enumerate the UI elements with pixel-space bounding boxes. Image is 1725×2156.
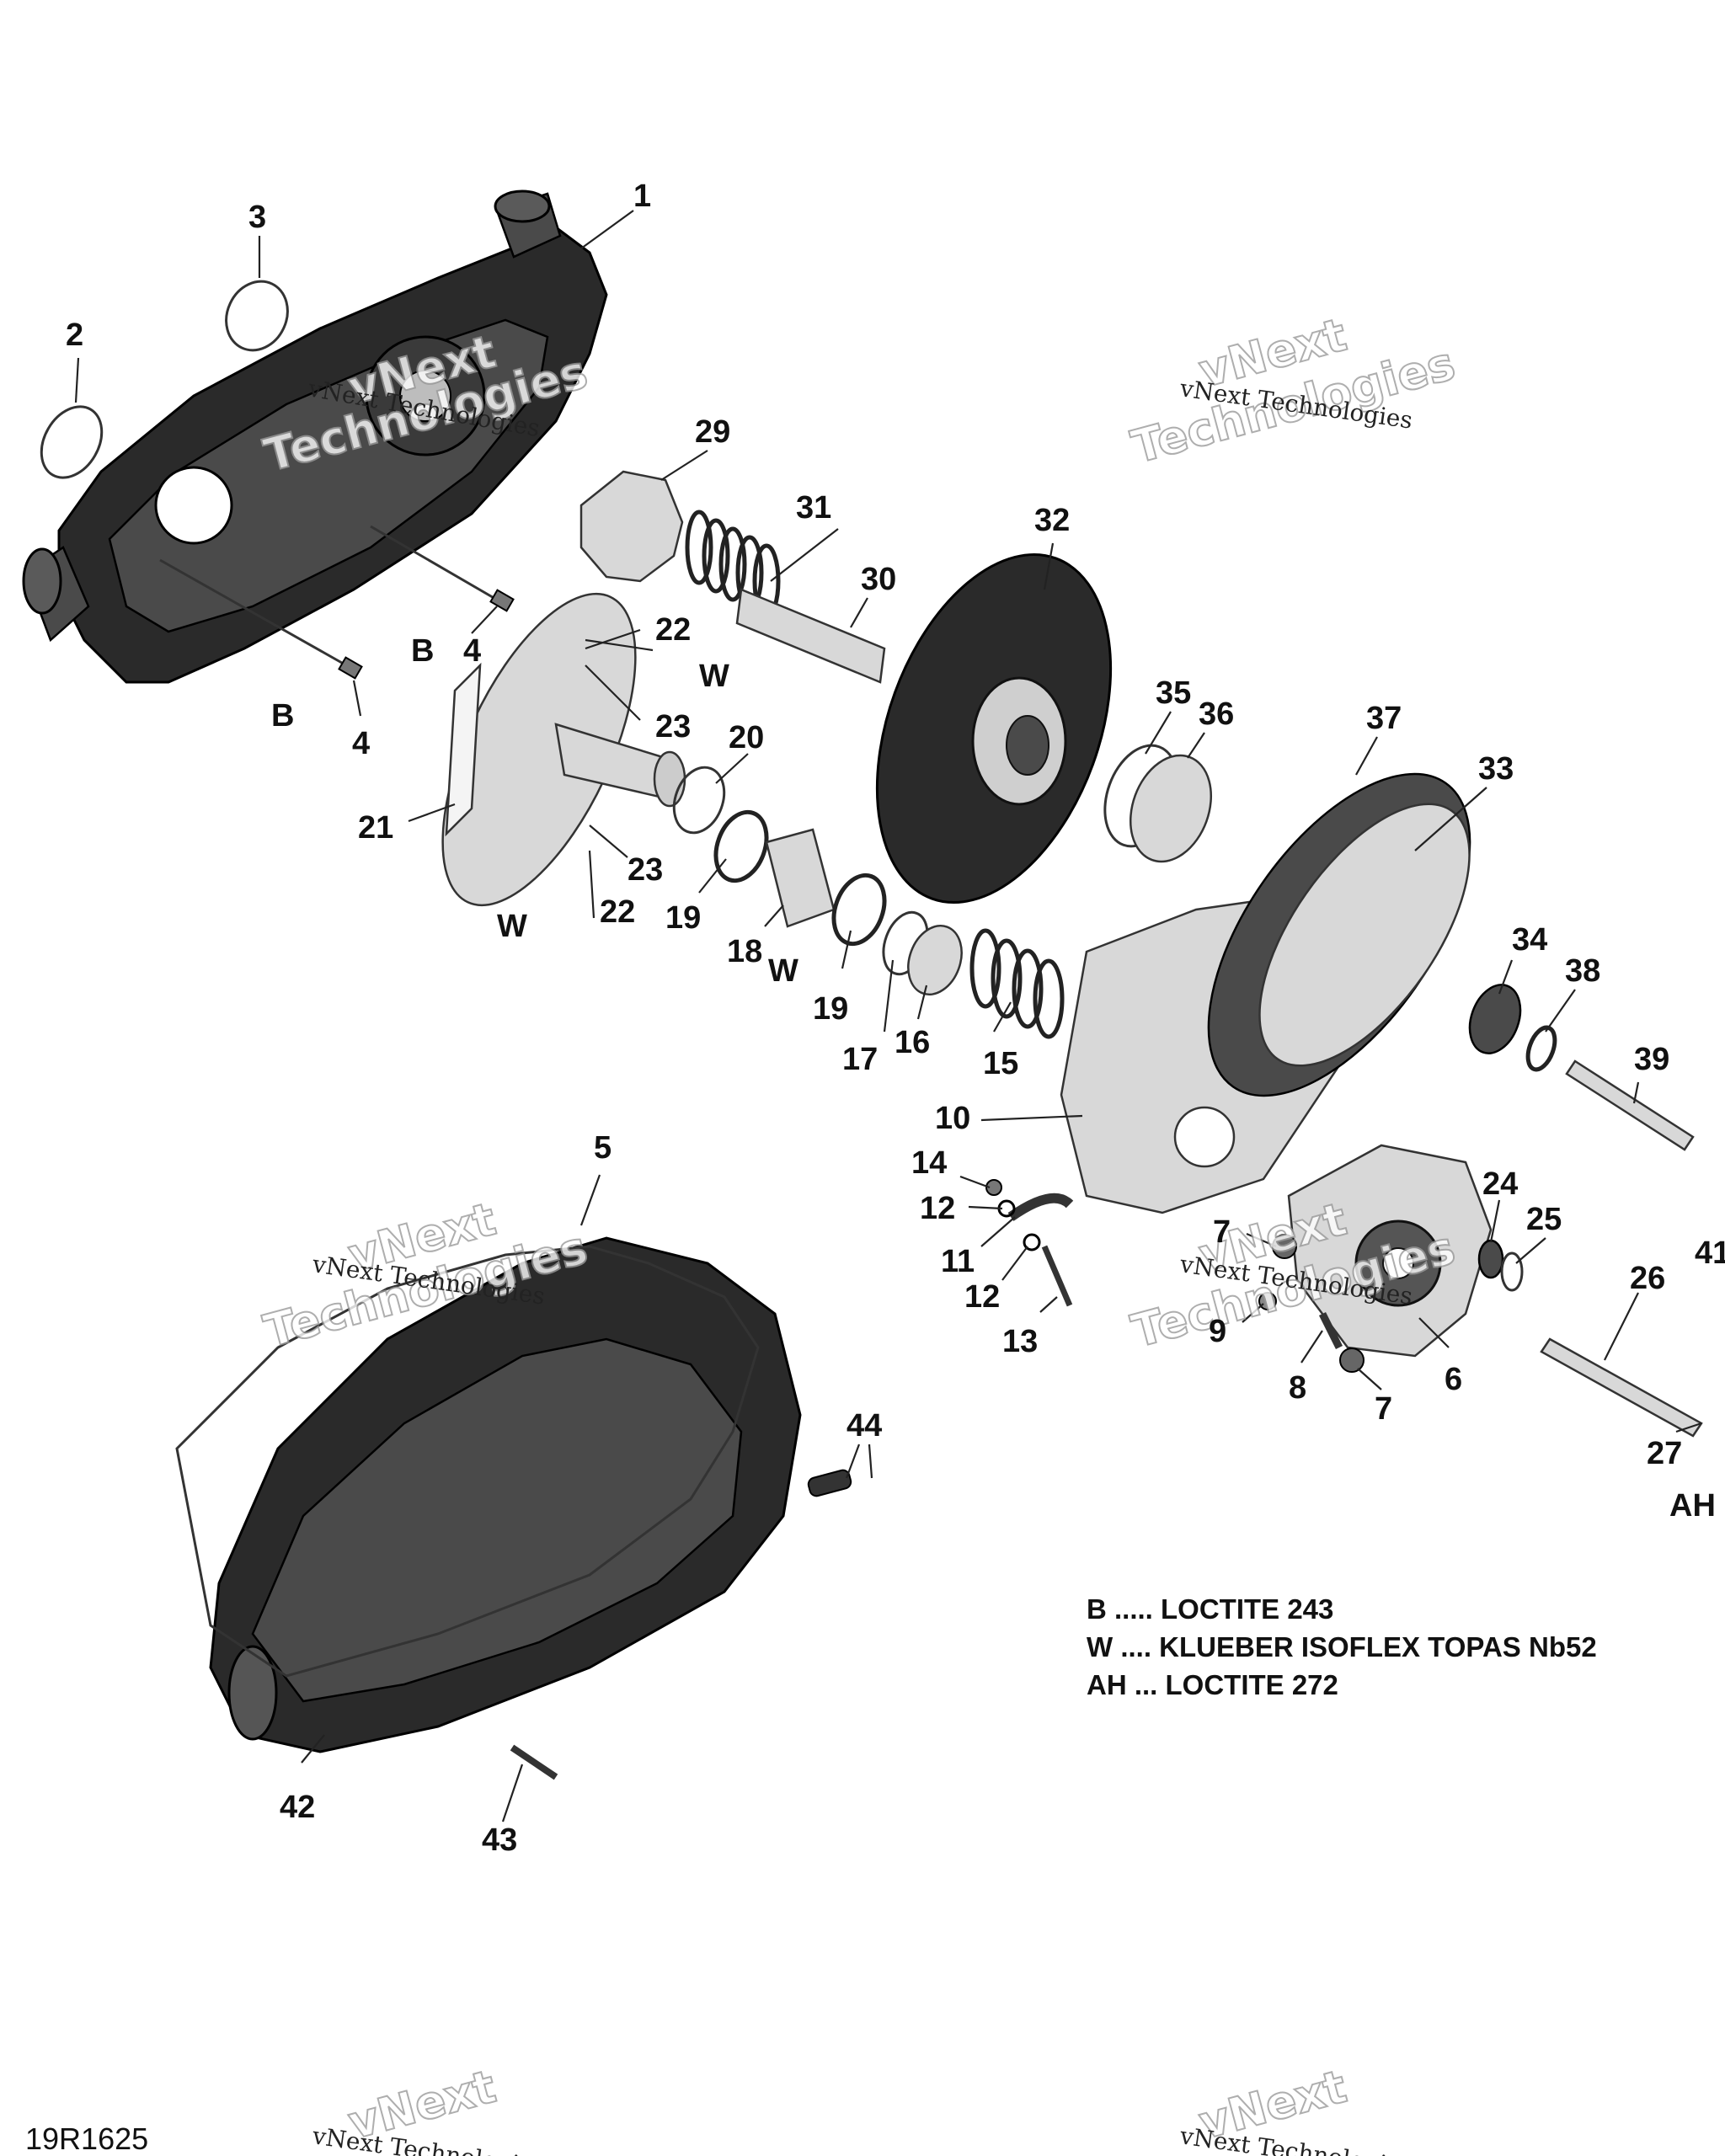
callout-37: 37: [1366, 701, 1402, 736]
callout-34: 34: [1512, 922, 1547, 958]
part-shaft-30: [735, 588, 886, 684]
callout-23: 23: [655, 709, 691, 744]
part-o-ring-3: [225, 280, 289, 352]
callout-30: 30: [861, 562, 896, 597]
callout-3: 3: [248, 200, 266, 235]
lubricant-legend: B ..... LOCTITE 243 W .... KLUEBER ISOFL…: [1087, 1593, 1597, 1700]
part-drive-cover: [22, 189, 608, 684]
callout-15: 15: [983, 1046, 1018, 1081]
part-washer-38: [1525, 1025, 1557, 1072]
callout-1: 1: [633, 179, 651, 214]
callout-20: 20: [729, 720, 764, 755]
callout-17: 17: [842, 1042, 878, 1077]
callout-41: 41: [1695, 1235, 1725, 1271]
callout-10: 10: [935, 1101, 970, 1136]
diagram-reference-code: 19R1625: [25, 2121, 148, 2156]
callout-31: 31: [796, 490, 831, 526]
callout-AH: AH: [1669, 1488, 1716, 1524]
callout-5: 5: [594, 1130, 611, 1166]
part-inner-cover-42: [209, 1236, 802, 1753]
part-hose-44: [807, 1469, 852, 1497]
callout-W: W: [497, 909, 527, 944]
part-washer-25: [1500, 1251, 1524, 1292]
part-fixed-sheave: [441, 592, 686, 907]
part-ring-20: [672, 766, 726, 835]
part-washer-19b: [831, 873, 887, 947]
callout-4: 4: [463, 633, 481, 669]
part-roller-36: [1129, 754, 1213, 863]
part-cap-29: [579, 470, 684, 583]
callout-36: 36: [1199, 696, 1234, 732]
callout-26: 26: [1630, 1261, 1665, 1296]
part-spring-31: [685, 510, 781, 619]
part-spring-15: [969, 928, 1065, 1039]
part-hose-11: [1007, 1193, 1074, 1221]
leader-lines: [74, 210, 1702, 1822]
callout-23: 23: [628, 852, 663, 888]
callout-6: 6: [1445, 1362, 1462, 1397]
part-washer-24: [1477, 1239, 1504, 1279]
part-screw-13: [1041, 1245, 1073, 1307]
part-plug-7b: [1339, 1348, 1365, 1373]
callouts: 1 2 3 4 4 B B 5 6 7 7 8 9 10 11 12 12 13…: [66, 179, 1725, 1858]
callout-39: 39: [1634, 1042, 1669, 1077]
part-bearing-16: [907, 924, 963, 996]
callout-7: 7: [1375, 1391, 1392, 1427]
part-screws-4: [159, 525, 515, 680]
callout-13: 13: [1002, 1324, 1038, 1359]
part-bolt-26: [1540, 1337, 1703, 1438]
callout-35: 35: [1156, 675, 1191, 711]
callout-11: 11: [941, 1244, 975, 1279]
callout-29: 29: [695, 414, 730, 450]
callout-32: 32: [1034, 503, 1070, 538]
part-screw-43: [510, 1744, 558, 1780]
callout-42: 42: [280, 1790, 315, 1825]
callout-22: 22: [600, 894, 635, 930]
callout-43: 43: [482, 1822, 517, 1858]
callout-4: 4: [352, 726, 370, 761]
watermarks: vNext Technologies vNext Technologies vN…: [258, 307, 1461, 2156]
callout-24: 24: [1482, 1166, 1518, 1202]
callout-44: 44: [846, 1408, 882, 1444]
part-bolt-39: [1565, 1059, 1695, 1151]
callout-38: 38: [1565, 953, 1600, 989]
part-bracket-6: [1287, 1144, 1493, 1358]
part-plug-7a: [1272, 1234, 1297, 1259]
callout-9: 9: [1209, 1314, 1226, 1349]
callout-19: 19: [665, 900, 701, 936]
part-movable-sheave: [875, 552, 1113, 905]
part-bearing-34: [1468, 984, 1522, 1054]
callout-21: 21: [358, 810, 393, 846]
callout-W: W: [768, 953, 798, 989]
callout-33: 33: [1478, 751, 1514, 787]
callout-B: B: [271, 698, 294, 734]
callout-8: 8: [1289, 1370, 1306, 1406]
part-pin-8: [1318, 1311, 1343, 1350]
callout-16: 16: [895, 1025, 930, 1060]
legend-line-w: W .... KLUEBER ISOFLEX TOPAS Nb52: [1087, 1631, 1597, 1662]
legend-line-ah: AH ... LOCTITE 272: [1087, 1669, 1338, 1700]
part-gasket-5: [175, 1245, 760, 1678]
watermark-line: vNext Technologies: [1178, 2121, 1414, 2156]
callout-27: 27: [1647, 1436, 1682, 1471]
callout-25: 25: [1526, 1202, 1562, 1237]
callout-18: 18: [727, 934, 762, 969]
callout-7: 7: [1213, 1214, 1231, 1250]
part-washer-19a: [713, 809, 769, 883]
callout-14: 14: [911, 1145, 947, 1181]
callout-22: 22: [655, 612, 691, 648]
part-washer-12b: [1023, 1233, 1041, 1251]
callout-12: 12: [964, 1279, 1000, 1315]
callout-2: 2: [66, 318, 83, 353]
callout-19: 19: [813, 991, 848, 1027]
part-o-ring-2: [40, 405, 104, 479]
callout-B: B: [411, 633, 434, 669]
callout-12: 12: [920, 1191, 955, 1226]
part-driven-pulley-33: [1258, 803, 1471, 1067]
part-plug-9: [1258, 1292, 1277, 1310]
legend-line-b: B ..... LOCTITE 243: [1087, 1593, 1333, 1625]
callout-W: W: [699, 659, 729, 694]
part-nut-14: [985, 1179, 1002, 1196]
